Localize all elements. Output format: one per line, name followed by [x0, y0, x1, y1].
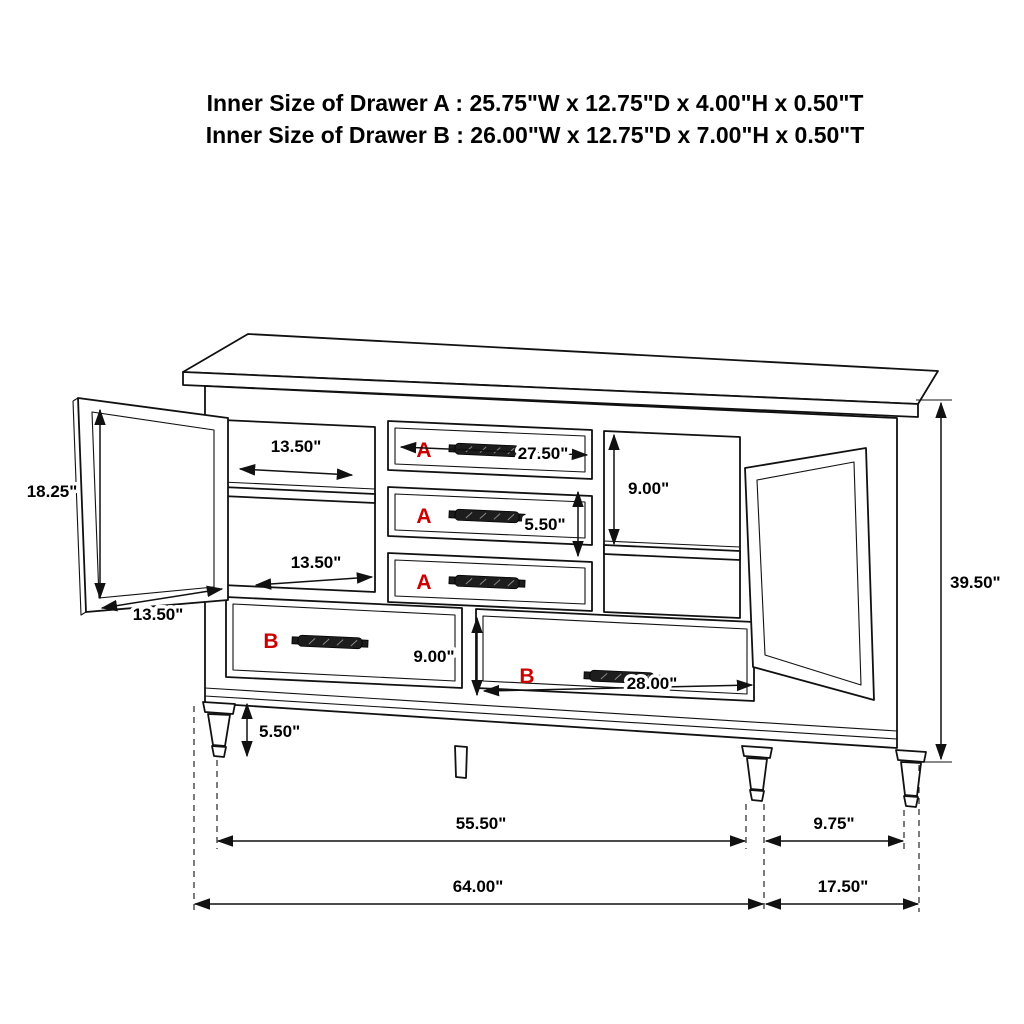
dim-label-left-door-width: 13.50" [133, 605, 184, 624]
back-right-leg [895, 749, 927, 808]
right-compartment [603, 430, 741, 619]
dim-leg-height: 5.50" [241, 702, 304, 758]
dresser-drawing: A A [72, 333, 939, 808]
dim-label-left-shelf-width-bottom: 13.50" [291, 553, 342, 572]
top-front-edge [182, 371, 919, 418]
drawer-b-2-label: B [519, 665, 534, 688]
dim-drawer-b-width: 28.00" [482, 671, 754, 697]
dim-left-shelf-width-top: 13.50" [238, 434, 354, 480]
drawer-b-1-label: B [263, 630, 278, 653]
dim-label-drawer-a-height: 5.50" [524, 515, 565, 534]
left-door [72, 397, 229, 616]
dim-label-left-shelf-width-top: 13.50" [271, 437, 322, 456]
title-block: Inner Size of Drawer A : 25.75"W x 12.75… [206, 90, 865, 148]
right-shelf-top-line [603, 540, 741, 548]
dim-label-drawer-a-width: 27.50" [518, 444, 569, 463]
base-molding-line [204, 687, 898, 732]
drawer-a-3-label: A [416, 571, 431, 594]
title-line-drawer-b: Inner Size of Drawer B : 26.00"W x 12.75… [206, 122, 865, 148]
drawer-a-2-label: A [416, 505, 431, 528]
right-door [744, 447, 875, 701]
drawer-b-2: B [475, 608, 755, 702]
drawer-a-3: A [387, 552, 593, 612]
dim-overall-depth: 17.50" [764, 874, 920, 910]
center-support-leg [454, 745, 468, 779]
dim-overall-width: 64.00" [193, 874, 765, 910]
drawer-a-2: A [387, 486, 593, 546]
right-door-frame [744, 447, 875, 701]
dim-right-compartment-height: 9.00" [608, 433, 673, 546]
front-left-leg [202, 701, 236, 758]
drawer-b-1-handle [291, 634, 369, 650]
drawer-b-row: B B [225, 596, 755, 702]
dim-left-shelf-width-bottom: 13.50" [254, 550, 374, 590]
dim-side-leg-span: 9.75" [764, 811, 905, 847]
dim-drawer-a-height: 5.50" [521, 490, 584, 558]
right-door-louvers [756, 461, 862, 686]
dim-overall-height: 39.50" [902, 399, 1004, 763]
dim-label-side-leg-span: 9.75" [813, 814, 854, 833]
dim-front-leg-span: 55.50" [216, 811, 747, 847]
dim-label-overall-width: 64.00" [453, 877, 504, 896]
dim-label-drawer-b-width: 28.00" [627, 674, 678, 693]
dim-label-overall-depth: 17.50" [818, 877, 869, 896]
base-molding-line-2 [204, 695, 898, 740]
dim-label-drawer-b-height: 9.00" [413, 647, 454, 666]
right-shelf [603, 544, 741, 561]
left-shelf-top-line [221, 481, 376, 490]
dim-drawer-b-height: 9.00" [410, 616, 483, 697]
drawer-b-1: B [225, 596, 463, 689]
dim-left-door-width: 13.50" [100, 585, 224, 628]
dim-label-leg-height: 5.50" [259, 722, 300, 741]
dim-label-front-leg-span: 55.50" [456, 814, 507, 833]
dresser-top [182, 333, 939, 418]
dimension-annotations: 13.50" 18.25" 13.50" 13.50" 27.50" 9.00"… [23, 399, 1004, 910]
right-compartment-opening [603, 430, 741, 619]
dim-label-overall-height: 39.50" [950, 573, 1001, 592]
dim-label-right-compartment-height: 9.00" [628, 479, 669, 498]
legs [202, 701, 927, 808]
dim-left-door-height: 18.25" [23, 408, 106, 600]
drawer-a-1-label: A [416, 439, 431, 462]
front-right-leg [741, 745, 773, 802]
title-line-drawer-a: Inner Size of Drawer A : 25.75"W x 12.75… [207, 90, 864, 116]
dim-drawer-a-width: 27.50" [399, 441, 589, 467]
drawer-a-2-handle [448, 508, 526, 524]
left-door-frame [77, 397, 229, 613]
drawer-a-3-handle [448, 574, 526, 590]
dim-label-left-door-height: 18.25" [27, 482, 78, 501]
